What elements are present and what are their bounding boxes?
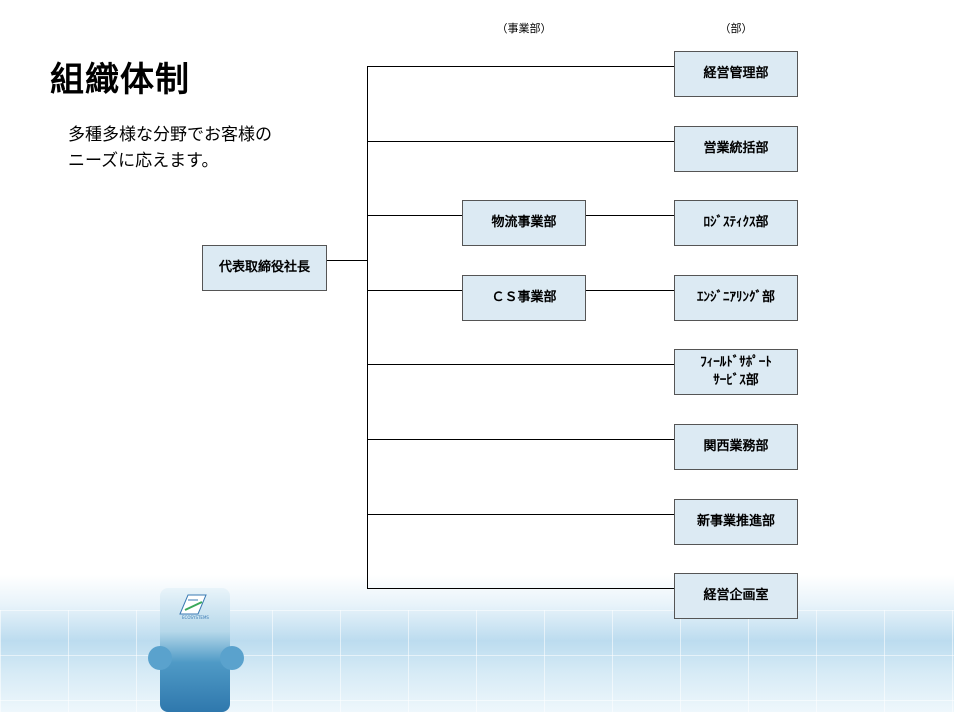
department-box: ﾛｼﾞｽﾃｨｸｽ部 bbox=[674, 200, 798, 246]
connector-line bbox=[367, 66, 674, 67]
president-box: 代表取締役社長 bbox=[202, 245, 327, 291]
department-column-header: （部） bbox=[719, 22, 753, 35]
division-column-header: （事業部） bbox=[496, 22, 552, 35]
trunk-line bbox=[367, 66, 368, 589]
division-box-logistics: 物流事業部 bbox=[462, 200, 586, 246]
connector-line bbox=[327, 260, 367, 261]
connector-line bbox=[367, 215, 462, 216]
puzzle-knob bbox=[220, 646, 244, 670]
logo-text: ECOSYSTEMS bbox=[182, 615, 209, 620]
connector-line bbox=[367, 588, 674, 589]
department-box: 営業統括部 bbox=[674, 126, 798, 172]
description-text: 多種多様な分野でお客様の ニーズに応えます。 bbox=[68, 125, 272, 171]
department-box: 経営管理部 bbox=[674, 51, 798, 97]
department-box: ｴﾝｼﾞﾆｱﾘﾝｸﾞ部 bbox=[674, 275, 798, 321]
puzzle-pattern bbox=[0, 610, 954, 712]
department-box: 関西業務部 bbox=[674, 424, 798, 470]
page-title: 組織体制 bbox=[50, 60, 190, 100]
puzzle-knob bbox=[148, 646, 172, 670]
connector-line bbox=[367, 290, 462, 291]
connector-line bbox=[367, 364, 674, 365]
company-logo-icon bbox=[179, 594, 207, 615]
connector-line bbox=[367, 514, 674, 515]
connector-line bbox=[367, 439, 674, 440]
division-box-cs: ＣＳ事業部 bbox=[462, 275, 586, 321]
connector-line bbox=[586, 290, 674, 291]
department-box: 新事業推進部 bbox=[674, 499, 798, 545]
connector-line bbox=[367, 141, 674, 142]
department-box: ﾌｨｰﾙﾄﾞｻﾎﾟｰﾄ ｻｰﾋﾞｽ部 bbox=[674, 349, 798, 395]
connector-line bbox=[586, 215, 674, 216]
department-box: 経営企画室 bbox=[674, 573, 798, 619]
